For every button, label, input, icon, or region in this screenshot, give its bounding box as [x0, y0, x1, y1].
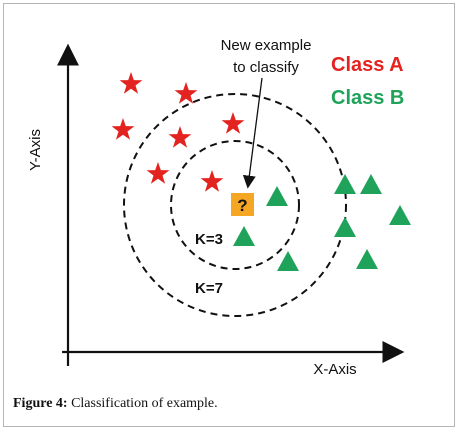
star-icon [174, 82, 198, 104]
star-icon [221, 112, 245, 134]
triangle-icon [356, 249, 378, 269]
triangle-icon [334, 217, 356, 237]
caption-label: Figure 4: [13, 396, 68, 411]
triangle-icon [277, 251, 299, 271]
new-example-label-line2: to classify [233, 59, 299, 76]
k7-circle [123, 93, 347, 317]
legend-class-a: Class A [331, 54, 404, 76]
triangle-icon [334, 174, 356, 194]
triangle-icon [266, 186, 288, 206]
new-example-label-line1: New example [221, 37, 312, 54]
x-axis-label: X-Axis [313, 361, 356, 378]
triangle-icon [233, 226, 255, 246]
query-point-box [231, 193, 254, 216]
k3-circle [170, 140, 300, 270]
class-a-points [111, 72, 245, 192]
k3-label: K=3 [195, 231, 223, 248]
star-icon [111, 118, 135, 140]
star-icon [200, 170, 224, 192]
star-icon [119, 72, 143, 94]
triangle-icon [389, 205, 411, 225]
y-axis-label: Y-Axis [27, 129, 44, 171]
k7-label: K=7 [195, 280, 223, 297]
query-point-mark: ? [237, 196, 247, 215]
figure-frame [3, 3, 455, 427]
caption-text: Classification of example. [67, 396, 218, 411]
class-b-points [233, 174, 411, 271]
legend-class-b: Class B [331, 87, 404, 109]
figure-caption: Figure 4: Classification of example. [13, 396, 218, 412]
star-icon [146, 162, 170, 184]
triangle-icon [360, 174, 382, 194]
star-icon [168, 126, 192, 148]
annotation-arrow [242, 77, 263, 189]
